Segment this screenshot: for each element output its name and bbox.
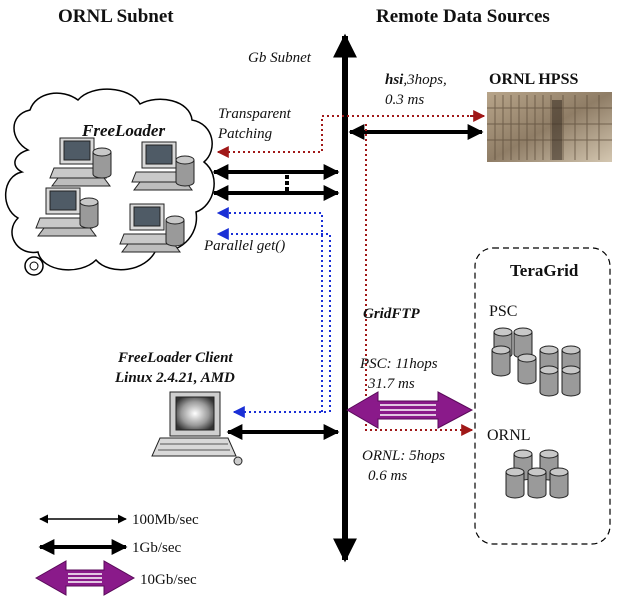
parallel-get-path-1 (216, 207, 323, 412)
legend-10gb-label: 10Gb/sec (140, 572, 197, 588)
header-ornl-subnet: ORNL Subnet (58, 6, 174, 27)
disk-cylinder-icon (79, 197, 99, 229)
disk-cylinder-icon (175, 155, 195, 187)
teragrid-label: TeraGrid (510, 261, 579, 280)
ornl-site-label: ORNL (487, 427, 531, 444)
disk-cylinder-icon (491, 345, 511, 377)
teragrid-box (474, 247, 611, 545)
tape-library-photo (487, 92, 612, 162)
legend-10gb-arrow (34, 560, 136, 596)
disk-cylinder-icon (561, 365, 581, 397)
legend-1gb-label: 1Gb/sec (132, 540, 181, 556)
freeloader-label: FreeLoader (81, 121, 165, 140)
transparent-label: Transparent (218, 106, 292, 122)
disk-cylinder-icon (92, 147, 112, 179)
client-title: FreeLoader Client (117, 350, 233, 366)
disk-cylinder-icon (549, 467, 569, 499)
gb-subnet-label: Gb Subnet (248, 50, 312, 66)
disk-cylinder-icon (539, 365, 559, 397)
header-remote-data-sources: Remote Data Sources (376, 6, 550, 27)
disk-cylinder-icon (513, 327, 533, 359)
client-os: Linux 2.4.21, AMD (114, 370, 235, 386)
hsi-latency-label: 0.3 ms (385, 92, 424, 108)
ornl-storage-cluster (505, 449, 569, 499)
patching-label: Patching (217, 126, 273, 142)
psc-hops-label: PSC: 11hops (359, 356, 438, 372)
disk-cylinder-icon (165, 215, 185, 247)
ornl-hops-label: ORNL: 5hops (362, 448, 445, 464)
teragrid-ornl-path (365, 124, 474, 436)
ornl-latency-label: 0.6 ms (368, 468, 407, 484)
psc-latency-label: 31.7 ms (367, 376, 415, 392)
parallel-get-label: Parallel get() (203, 238, 285, 254)
psc-storage-cluster (491, 327, 581, 397)
transparent-patching-path (216, 115, 484, 158)
psc-label: PSC (489, 303, 517, 320)
ellipsis-dots (285, 175, 289, 191)
teragrid-10gb-link (346, 391, 474, 429)
disk-cylinder-icon (517, 353, 537, 385)
hsi-hops-label: hsi,3hops, (385, 72, 447, 88)
legend-100mb-label: 100Mb/sec (132, 512, 199, 528)
ornl-hpss-label: ORNL HPSS (489, 71, 578, 88)
disk-cylinder-icon (527, 467, 547, 499)
legend: 100Mb/sec 1Gb/sec 10Gb/sec (34, 512, 199, 596)
disk-cylinder-icon (505, 467, 525, 499)
gridftp-label: GridFTP (363, 306, 421, 322)
laptop-icon (151, 391, 243, 466)
